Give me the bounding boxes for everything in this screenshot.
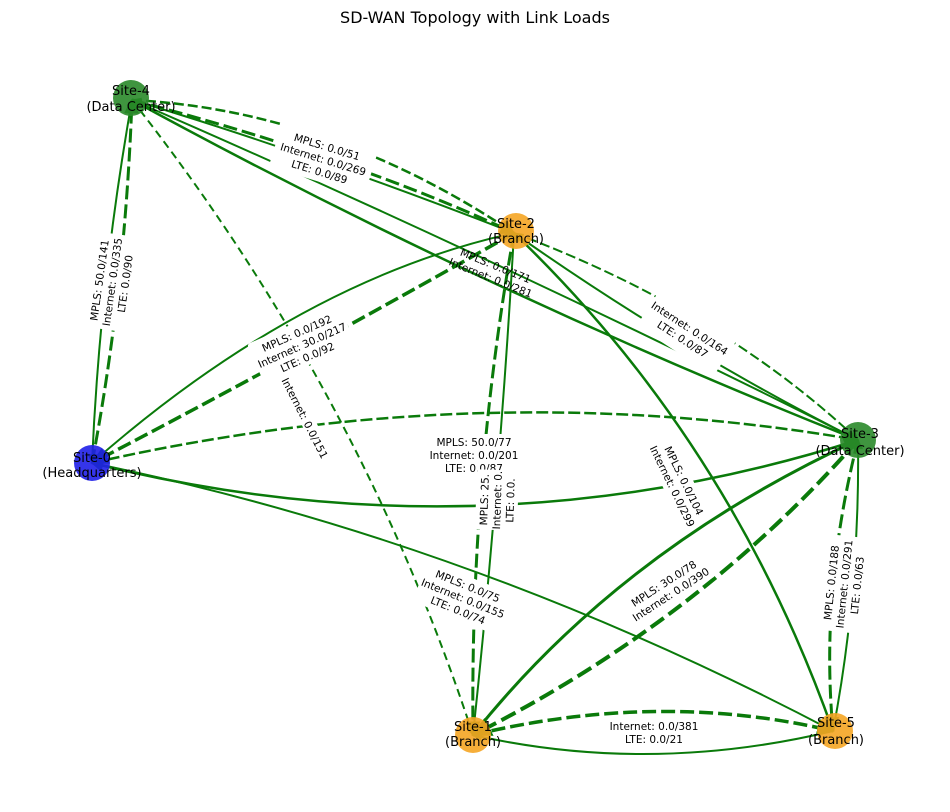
link-label-site0-site4: MPLS: 50.0/141 Internet: 0.0/335 LTE: 0.… [83, 231, 141, 333]
link-site1-site5[interactable] [472, 709, 835, 737]
node-site3[interactable]: Site-3 (Data Center) [815, 422, 905, 459]
svg-text:Site-5: Site-5 [817, 716, 855, 731]
node-marker[interactable] [498, 213, 534, 249]
link-site5-site1[interactable] [472, 730, 834, 755]
link-label-site1-site2: MPLS: 25. Internet: 0. LTE: 0.0. [475, 469, 519, 531]
link-label-line: Internet: 0. [491, 471, 505, 530]
node-role: (Branch) [808, 733, 864, 748]
link-site3-site1[interactable] [471, 438, 860, 737]
node-name: Site-3 [841, 427, 879, 442]
link-label-line: Internet: 0.0/201 [430, 450, 519, 462]
link-site1-site3[interactable] [471, 438, 860, 736]
node-marker[interactable] [817, 713, 853, 749]
link-site0-site5[interactable] [91, 462, 834, 732]
link-label-site1-site3: MPLS: 30.0/78 Internet: 0.0/390 [620, 551, 715, 627]
link-label-site2-site3: Internet: 0.0/164 LTE: 0.0/87 [637, 284, 740, 375]
svg-text:Internet: 0.0/381: Internet: 0.0/381 [610, 721, 699, 733]
node-name: Site-4 [112, 84, 150, 99]
link-label-line: Internet: 0.0/151 [279, 376, 330, 461]
node-site5[interactable]: Site-5 (Branch) [808, 713, 864, 749]
node-marker[interactable] [113, 80, 149, 116]
node-role: (Branch) [488, 232, 544, 247]
node-name: Site-1 [454, 720, 492, 735]
link-label-site2-site0: MPLS: 0.0/171 Internet: 0.0/281 [447, 247, 534, 301]
svg-text:Internet: 0.: Internet: 0. [491, 471, 505, 530]
link-label-line: MPLS: 50.0/77 [436, 437, 511, 449]
node-marker[interactable] [455, 717, 491, 753]
svg-text:(Headquarters): (Headquarters) [42, 466, 141, 481]
link-site0-site2[interactable] [91, 230, 515, 464]
link-label-site3-site5: MPLS: 0.0/188 Internet: 0.0/291 LTE: 0.0… [817, 534, 871, 634]
svg-text:(Branch): (Branch) [445, 735, 501, 750]
link-label-site2-site1: MPLS: 50.0/77 Internet: 0.0/201 LTE: 0.0… [430, 434, 519, 475]
diagram-title: SD-WAN Topology with Link Loads [340, 8, 610, 27]
svg-text:MPLS: 50.0/77: MPLS: 50.0/77 [436, 437, 511, 449]
svg-text:(Data Center): (Data Center) [86, 100, 175, 115]
svg-text:MPLS: 25.: MPLS: 25. [478, 474, 492, 526]
link-label-site1-site5: Internet: 0.0/381 LTE: 0.0/21 [604, 716, 704, 750]
node-marker[interactable] [840, 422, 876, 458]
svg-text:(Data Center): (Data Center) [815, 444, 904, 459]
svg-text:(Branch): (Branch) [808, 733, 864, 748]
link-label-site2-site5: MPLS: 0.0/104 Internet: 0.0/299 [645, 436, 711, 531]
node-name: Site-2 [497, 217, 535, 232]
link-label-line: LTE: 0.0. [504, 478, 518, 523]
link-label-site0-site2: MPLS: 0.0/192 Internet: 30.0/217 LTE: 0.… [247, 304, 356, 384]
svg-text:Internet: 0.0/201: Internet: 0.0/201 [430, 450, 519, 462]
svg-text:Internet: 0.0/151: Internet: 0.0/151 [279, 376, 330, 461]
link-site0-site3[interactable] [91, 411, 860, 465]
nodes-layer: Site-0 (Headquarters) Site-1 (Branch) Si… [42, 80, 905, 753]
node-site1[interactable]: Site-1 (Branch) [445, 717, 501, 753]
node-role: (Branch) [445, 735, 501, 750]
link-site3-site5[interactable] [824, 439, 860, 733]
link-site4-site1[interactable] [131, 99, 475, 736]
svg-text:LTE: 0.0.: LTE: 0.0. [504, 478, 518, 523]
link-label-site4-site1: Internet: 0.0/151 [279, 376, 331, 461]
links-layer [87, 97, 864, 755]
link-label-line: LTE: 0.0/21 [625, 734, 683, 746]
node-site0[interactable]: Site-0 (Headquarters) [42, 445, 142, 481]
svg-text:LTE: 0.0/21: LTE: 0.0/21 [625, 734, 683, 746]
link-site4-site3[interactable] [131, 98, 860, 442]
node-name: Site-5 [817, 716, 855, 731]
node-role: (Data Center) [86, 100, 175, 115]
link-site2-site5[interactable] [513, 232, 836, 733]
node-role: (Data Center) [815, 444, 904, 459]
link-label-site0-site1: MPLS: 0.0/75 Internet: 0.0/155 LTE: 0.0/… [413, 561, 513, 635]
link-label-line: MPLS: 25. [478, 474, 492, 526]
svg-text:Site-1: Site-1 [454, 720, 492, 735]
svg-text:Site-0: Site-0 [73, 451, 111, 466]
link-site2-site3[interactable] [513, 232, 859, 441]
svg-text:Site-2: Site-2 [497, 217, 535, 232]
node-name: Site-0 [73, 451, 111, 466]
svg-text:Site-4: Site-4 [112, 84, 150, 99]
node-site2[interactable]: Site-2 (Branch) [488, 213, 544, 249]
node-role: (Headquarters) [42, 466, 141, 481]
link-site3-site4[interactable] [131, 99, 859, 441]
link-label-line: Internet: 0.0/381 [610, 721, 699, 733]
svg-text:Site-3: Site-3 [841, 427, 879, 442]
node-site4[interactable]: Site-4 (Data Center) [86, 80, 176, 116]
svg-text:(Branch): (Branch) [488, 232, 544, 247]
node-marker[interactable] [74, 445, 110, 481]
